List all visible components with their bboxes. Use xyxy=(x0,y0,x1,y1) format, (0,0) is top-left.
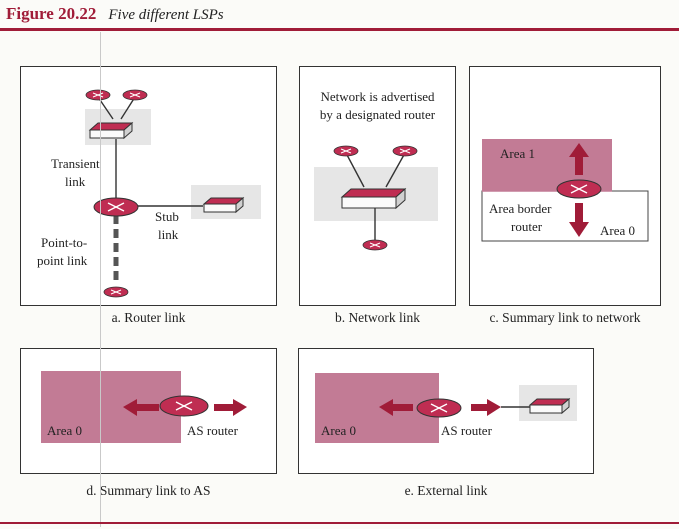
network-link-diagram xyxy=(314,145,438,251)
area1-label: Area 1 xyxy=(500,146,536,161)
left-arrow-icon xyxy=(123,399,159,416)
network-link-caption: b. Network link xyxy=(334,310,421,325)
bottom-rule xyxy=(0,522,679,524)
summary-link-as-diagram xyxy=(41,371,247,443)
area0-region xyxy=(481,190,649,242)
external-link-diagram xyxy=(315,373,577,443)
as-router-icon xyxy=(159,395,209,417)
area0-label: Area 0 xyxy=(600,223,636,238)
external-switch-icon xyxy=(528,397,571,415)
external-link-caption: e. External link xyxy=(404,483,488,498)
stub-link-label: link xyxy=(158,227,179,242)
down-arrow-icon xyxy=(569,203,589,237)
area0-label: Area 0 xyxy=(47,423,83,438)
panel-network-link: Network is advertised by a designated ro… xyxy=(299,66,456,306)
small-router-icon-2 xyxy=(392,145,418,157)
central-router-icon xyxy=(93,197,139,217)
panel-summary-link-network: Area 1 Area border router Area 0 xyxy=(469,66,661,306)
small-router-icon-2 xyxy=(122,89,148,101)
transient-link-label: link xyxy=(65,174,86,189)
stub-label: Stub xyxy=(155,209,179,224)
right-arrow-icon xyxy=(214,399,247,416)
area0-label: Area 0 xyxy=(321,423,357,438)
right-arrow-icon xyxy=(471,399,501,416)
panel-router-link: Transient link Stub link Point-to- point… xyxy=(20,66,277,306)
switch-icon xyxy=(88,121,134,140)
small-router-icon-3 xyxy=(362,239,388,251)
small-router-icon-1 xyxy=(85,89,111,101)
network-advertised-line2: by a designated router xyxy=(319,107,436,122)
area-border-router-icon xyxy=(556,179,602,199)
panel-external-link: Area 0 AS router xyxy=(298,348,594,474)
summary-link-network-caption: c. Summary link to network xyxy=(489,310,641,325)
up-arrow-icon xyxy=(569,143,589,175)
switch-icon xyxy=(340,187,407,210)
point-link-label: point link xyxy=(37,253,88,268)
area-border-label: Area border xyxy=(489,201,552,216)
top-rule xyxy=(0,28,679,31)
scan-line xyxy=(100,32,101,527)
transient-label: Transient xyxy=(51,156,100,171)
small-router-icon-1 xyxy=(333,145,359,157)
stub-switch-icon xyxy=(202,196,245,214)
summary-link-as-caption: d. Summary link to AS xyxy=(86,483,211,498)
point-to-label: Point-to- xyxy=(41,235,88,250)
figure-caption: Five different LSPs xyxy=(108,7,224,23)
as-router-icon xyxy=(416,398,462,418)
small-router-icon-3 xyxy=(103,286,129,298)
router-link-diagram xyxy=(85,89,261,298)
left-arrow-icon xyxy=(379,399,413,416)
as-router-label: AS router xyxy=(187,423,238,438)
figure-number: Figure 20.22 xyxy=(6,4,97,23)
network-advertised-line1: Network is advertised xyxy=(320,89,435,104)
panel-summary-link-as: Area 0 AS router xyxy=(20,348,277,474)
summary-link-network-diagram xyxy=(481,139,649,242)
router-link-caption: a. Router link xyxy=(111,310,186,325)
as-router-label: AS router xyxy=(441,423,492,438)
figure-title: Figure 20.22 Five different LSPs xyxy=(6,4,224,24)
router-label: router xyxy=(511,219,543,234)
